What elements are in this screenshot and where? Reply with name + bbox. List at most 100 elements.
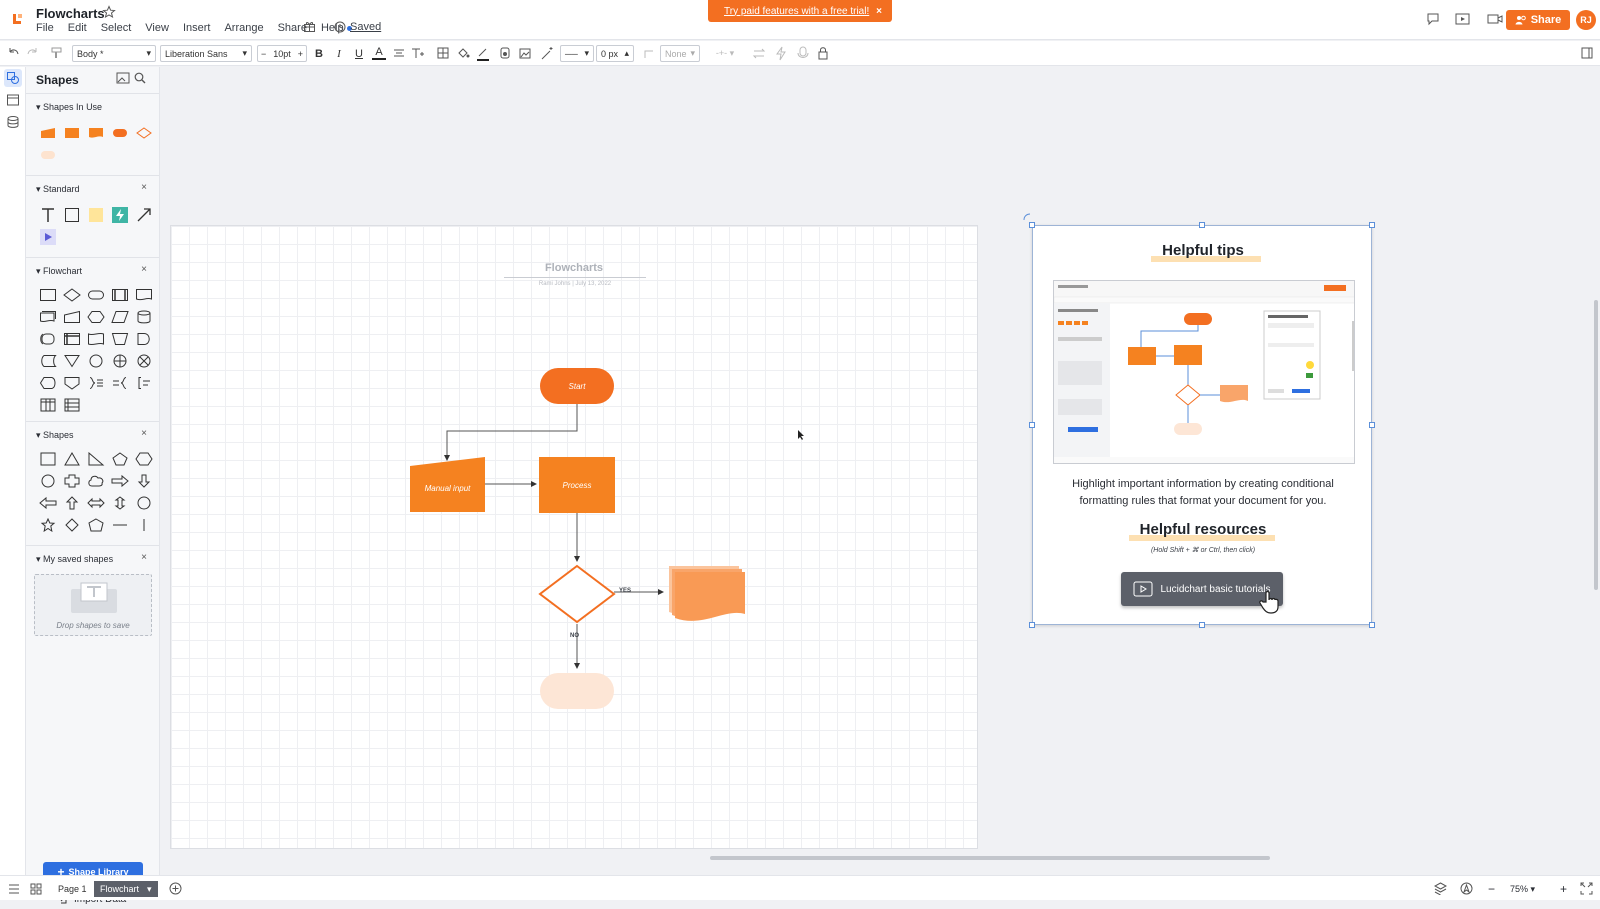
menu-help[interactable]: Help bbox=[321, 22, 352, 34]
close-icon[interactable]: × bbox=[141, 428, 147, 439]
end-node[interactable] bbox=[539, 672, 615, 710]
pentagon-alt-icon[interactable] bbox=[84, 514, 108, 536]
arrow-line-icon[interactable] bbox=[132, 204, 156, 226]
pentagon-icon[interactable] bbox=[108, 448, 132, 470]
section-header[interactable]: ▾ My saved shapes bbox=[36, 554, 114, 564]
canvas[interactable]: Flowcharts Rami Johns | July 13, 2022 St… bbox=[160, 67, 1600, 875]
circle-icon[interactable] bbox=[36, 470, 60, 492]
arrow-end-select[interactable]: -+- ▾ bbox=[715, 48, 735, 58]
up-arrow-icon[interactable] bbox=[60, 492, 84, 514]
opacity-icon[interactable] bbox=[498, 45, 512, 62]
close-icon[interactable]: × bbox=[141, 182, 147, 193]
vertical-scrollbar[interactable] bbox=[1594, 300, 1598, 590]
tips-body[interactable]: Highlight important information by creat… bbox=[1072, 478, 1334, 507]
cross-icon[interactable] bbox=[60, 470, 84, 492]
data-icon[interactable] bbox=[108, 306, 132, 328]
tips-heading[interactable]: Helpful tips bbox=[1162, 242, 1244, 259]
double-arrow-icon[interactable] bbox=[84, 492, 108, 514]
search-icon[interactable] bbox=[134, 72, 146, 84]
multi-document-node[interactable] bbox=[667, 564, 747, 624]
stored-data-icon[interactable] bbox=[36, 350, 60, 372]
menu-insert[interactable]: Insert bbox=[182, 22, 211, 34]
paper-tape-icon[interactable] bbox=[84, 328, 108, 350]
trial-banner[interactable]: Try paid features with a free trial! × bbox=[708, 0, 892, 22]
selection-handle[interactable] bbox=[1199, 622, 1205, 628]
video-icon[interactable] bbox=[1486, 12, 1504, 26]
right-arrow-icon[interactable] bbox=[108, 470, 132, 492]
resources-hint[interactable]: (Hold Shift + ⌘ or Ctrl, then click) bbox=[1150, 547, 1256, 554]
process-icon[interactable] bbox=[36, 284, 60, 306]
section-header[interactable]: ▾ Shapes In Use bbox=[36, 102, 103, 112]
selection-handle[interactable] bbox=[1369, 622, 1375, 628]
swimlane-horizontal-icon[interactable] bbox=[60, 394, 84, 416]
cloud-icon[interactable] bbox=[84, 470, 108, 492]
zoom-in-button[interactable]: + bbox=[1560, 882, 1568, 896]
database-shape-icon[interactable] bbox=[132, 306, 156, 328]
properties-panel-icon[interactable] bbox=[1580, 45, 1594, 62]
share-button[interactable]: Share bbox=[1506, 10, 1570, 30]
templates-rail-button[interactable] bbox=[4, 91, 22, 109]
fill-color-icon[interactable] bbox=[456, 45, 470, 62]
close-icon[interactable]: × bbox=[141, 552, 147, 563]
text-style-select[interactable]: Body *▾ bbox=[72, 45, 156, 62]
avatar[interactable]: RJ bbox=[1576, 10, 1596, 30]
horizontal-scrollbar[interactable] bbox=[710, 856, 1270, 860]
star-shape-icon[interactable] bbox=[36, 514, 60, 536]
document-icon[interactable] bbox=[132, 284, 156, 306]
summing-junction-icon[interactable] bbox=[132, 350, 156, 372]
line-style-select[interactable]: ──▾ bbox=[560, 45, 594, 62]
section-header[interactable]: ▾ Flowchart bbox=[36, 266, 83, 276]
diagram-title[interactable]: Flowcharts bbox=[544, 262, 604, 274]
shapes-rail-button[interactable] bbox=[4, 69, 22, 87]
start-node[interactable] bbox=[539, 367, 615, 405]
left-arrow-icon[interactable] bbox=[36, 492, 60, 514]
text-icon[interactable] bbox=[36, 204, 60, 226]
line-width-select[interactable]: 0 px▴ bbox=[596, 45, 634, 62]
shape-manual-input[interactable] bbox=[36, 122, 60, 144]
merge-icon[interactable] bbox=[60, 350, 84, 372]
shape-terminator[interactable] bbox=[108, 122, 132, 144]
mic-icon[interactable] bbox=[796, 45, 810, 62]
menu-view[interactable]: View bbox=[145, 22, 169, 34]
text-color-button[interactable]: A bbox=[372, 45, 386, 60]
font-select[interactable]: Liberation Sans▾ bbox=[160, 45, 252, 62]
selection-handle[interactable] bbox=[1029, 622, 1035, 628]
preparation-icon[interactable] bbox=[84, 306, 108, 328]
down-arrow-icon[interactable] bbox=[132, 470, 156, 492]
connector-circle-icon[interactable] bbox=[84, 350, 108, 372]
swimlane-vertical-icon[interactable] bbox=[36, 394, 60, 416]
resources-heading[interactable]: Helpful resources bbox=[1139, 521, 1267, 538]
decision-node[interactable] bbox=[538, 564, 616, 624]
manual-operation-icon[interactable] bbox=[108, 328, 132, 350]
selection-handle[interactable] bbox=[1029, 222, 1035, 228]
horizontal-line-icon[interactable] bbox=[108, 514, 132, 536]
image-icon[interactable] bbox=[518, 45, 532, 62]
diamond-icon[interactable] bbox=[60, 514, 84, 536]
octagon-icon[interactable] bbox=[132, 492, 156, 514]
sticky-note-icon[interactable] bbox=[84, 204, 108, 226]
display-icon[interactable] bbox=[36, 372, 60, 394]
shape-decision[interactable] bbox=[132, 122, 156, 144]
selection-handle[interactable] bbox=[1199, 222, 1205, 228]
list-view-icon[interactable] bbox=[8, 883, 20, 895]
off-page-icon[interactable] bbox=[60, 372, 84, 394]
document-title[interactable]: Flowcharts bbox=[36, 6, 105, 21]
selection-handle[interactable] bbox=[1369, 222, 1375, 228]
or-icon[interactable] bbox=[108, 350, 132, 372]
hexagon-icon[interactable] bbox=[132, 448, 156, 470]
tutorials-button[interactable]: Lucidchart basic tutorials bbox=[1121, 572, 1283, 606]
close-icon[interactable]: × bbox=[141, 264, 147, 275]
arrow-start-select[interactable]: None▾ bbox=[660, 45, 700, 62]
section-header[interactable]: ▾ Standard bbox=[36, 184, 80, 194]
saved-shapes-dropzone[interactable]: Drop shapes to save bbox=[34, 574, 152, 636]
navigate-icon[interactable] bbox=[1460, 882, 1473, 895]
annotation-icon[interactable] bbox=[108, 372, 132, 394]
vertical-line-icon[interactable] bbox=[132, 514, 156, 536]
font-size-stepper[interactable]: −10pt+ bbox=[257, 45, 307, 62]
tab-page-1[interactable]: Page 1 bbox=[58, 884, 87, 894]
table-icon[interactable] bbox=[436, 45, 450, 62]
selection-handle[interactable] bbox=[1369, 422, 1375, 428]
italic-button[interactable]: I bbox=[337, 47, 341, 60]
format-painter-icon[interactable] bbox=[50, 45, 64, 62]
direct-data-icon[interactable] bbox=[36, 328, 60, 350]
